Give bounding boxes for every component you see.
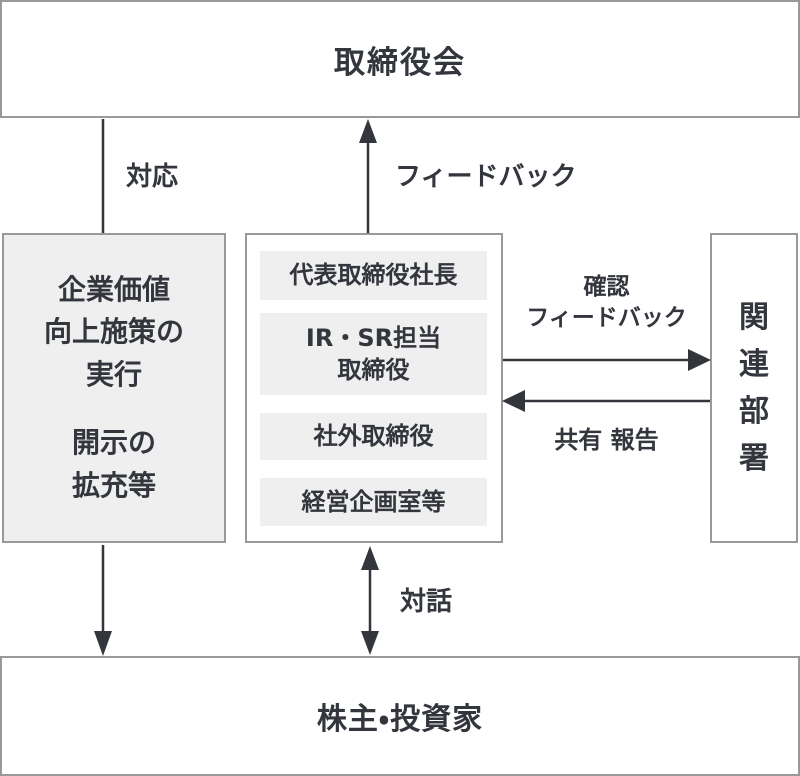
share-report-left-arrow [502,390,710,412]
ir-team-box: 代表取締役社長 IR・SR担当 取締役 社外取締役 経営企画室等 [245,233,503,543]
response-label: 対応 [126,162,179,192]
response-down-arrow [94,545,112,656]
dialogue-label: 対話 [400,587,453,617]
outside-director-item: 社外取締役 [260,413,487,460]
dialogue-double-arrow [361,546,379,655]
share-report-label: 共有 報告 [554,426,659,454]
corporate-planning-item: 経営企画室等 [260,478,487,526]
confirm-feedback-right-arrow [503,349,711,371]
board-of-directors-label: 取締役会 [334,44,466,81]
shareholders-investors-label: 株主・投資家 [316,702,484,737]
feedback-up-arrow [359,119,377,233]
corporate-value-measures-box: 企業価値 向上施策の 実行 開示の 拡充等 [2,233,226,543]
president-item: 代表取締役社長 [260,251,487,300]
ir-sr-director-item: IR・SR担当 取締役 [260,313,487,395]
board-of-directors-box: 取締役会 [0,0,800,118]
disclosure-expansion-text: 開示の 拡充等 [71,426,156,502]
confirm-feedback-label: 確認 フィードバック [526,274,687,331]
related-departments-label: 関連部署 [739,300,769,476]
feedback-label: フィードバック [395,162,577,192]
related-departments-box: 関連部署 [710,233,798,543]
shareholders-investors-box: 株主・投資家 [0,656,800,776]
corporate-value-measures-text: 企業価値 向上施策の 実行 [43,272,184,391]
